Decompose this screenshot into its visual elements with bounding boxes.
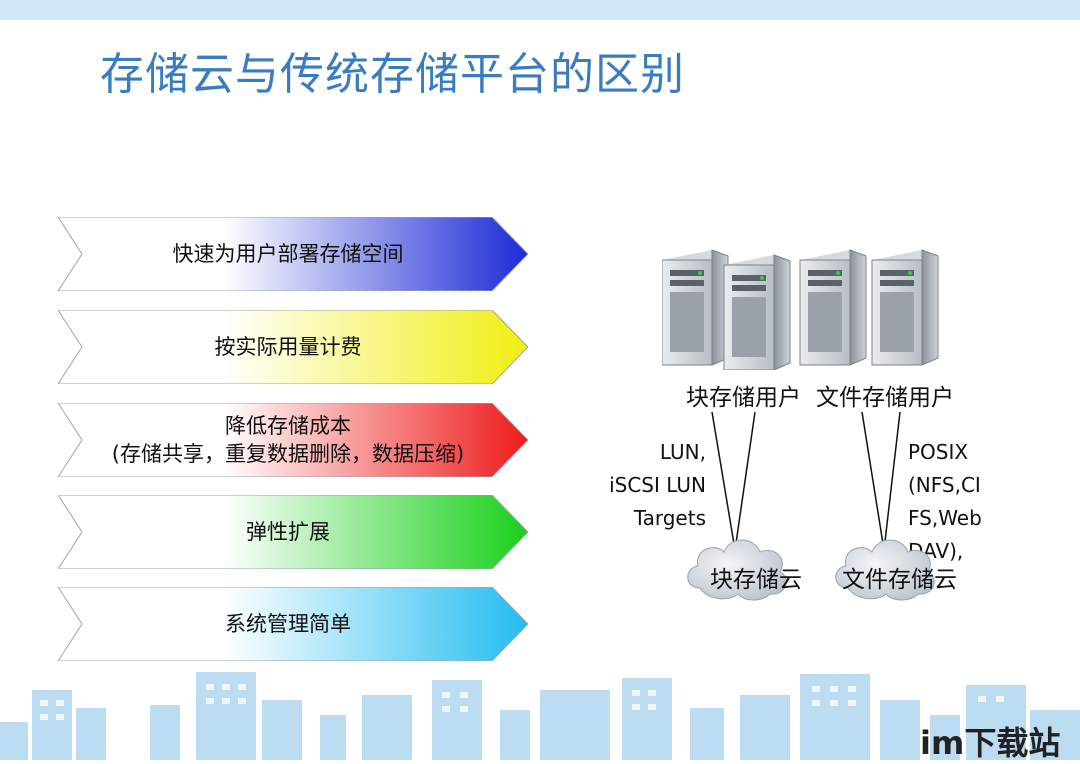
feature-arrow-cost: 降低存储成本 (存储共享，重复数据删除，数据压缩) [58, 403, 528, 477]
protocol-line: (NFS,CI [908, 473, 981, 497]
file-cloud-label: 文件存储云 [842, 567, 957, 593]
protocol-line: Targets [633, 506, 706, 530]
city-skyline-decoration [0, 672, 1080, 760]
feature-label: 按实际用量计费 [214, 334, 362, 359]
block-cloud-label: 块存储云 [710, 567, 802, 593]
feature-arrow-billing: 按实际用量计费 [58, 310, 528, 384]
protocol-line: LUN, [659, 440, 706, 464]
server-group [662, 249, 939, 370]
connector-line [711, 411, 736, 551]
arrow-shape [58, 310, 528, 384]
connector-line [861, 411, 885, 551]
protocol-line: iSCSI LUN [609, 473, 706, 497]
protocol-line: FS,Web [908, 506, 982, 530]
arrow-shape [58, 403, 528, 477]
feature-arrow-deploy: 快速为用户部署存储空间 [58, 217, 528, 291]
server-tower-icon [871, 249, 939, 366]
block-protocol-text: LUN, iSCSI LUN Targets [600, 436, 706, 535]
connector-line [734, 411, 756, 551]
top-banner [0, 0, 1080, 20]
feature-sublabel: (存储共享，重复数据删除，数据压缩) [111, 442, 465, 466]
cloud-icon [687, 539, 787, 601]
server-tower-icon [799, 249, 867, 366]
block-storage-user-label: 块存储用户 [686, 385, 801, 411]
file-storage-user-label: 文件存储用户 [816, 385, 954, 411]
feature-label: 系统管理简单 [225, 611, 351, 636]
connector-line [883, 411, 901, 551]
arrow-shape [58, 217, 528, 291]
feature-arrow-scale: 弹性扩展 [58, 495, 528, 569]
arrow-shape [58, 587, 528, 661]
arrow-shape [58, 495, 528, 569]
feature-arrow-manage: 系统管理简单 [58, 587, 528, 661]
protocol-line: POSIX [908, 440, 969, 464]
feature-label: 降低存储成本 [225, 413, 351, 438]
cloud-icon [835, 539, 935, 601]
feature-label: 快速为用户部署存储空间 [172, 241, 404, 266]
site-watermark: im下载站 [920, 724, 1061, 762]
slide-title: 存储云与传统存储平台的区别 [100, 49, 685, 100]
server-tower-icon [723, 254, 791, 370]
feature-label: 弹性扩展 [246, 519, 330, 544]
